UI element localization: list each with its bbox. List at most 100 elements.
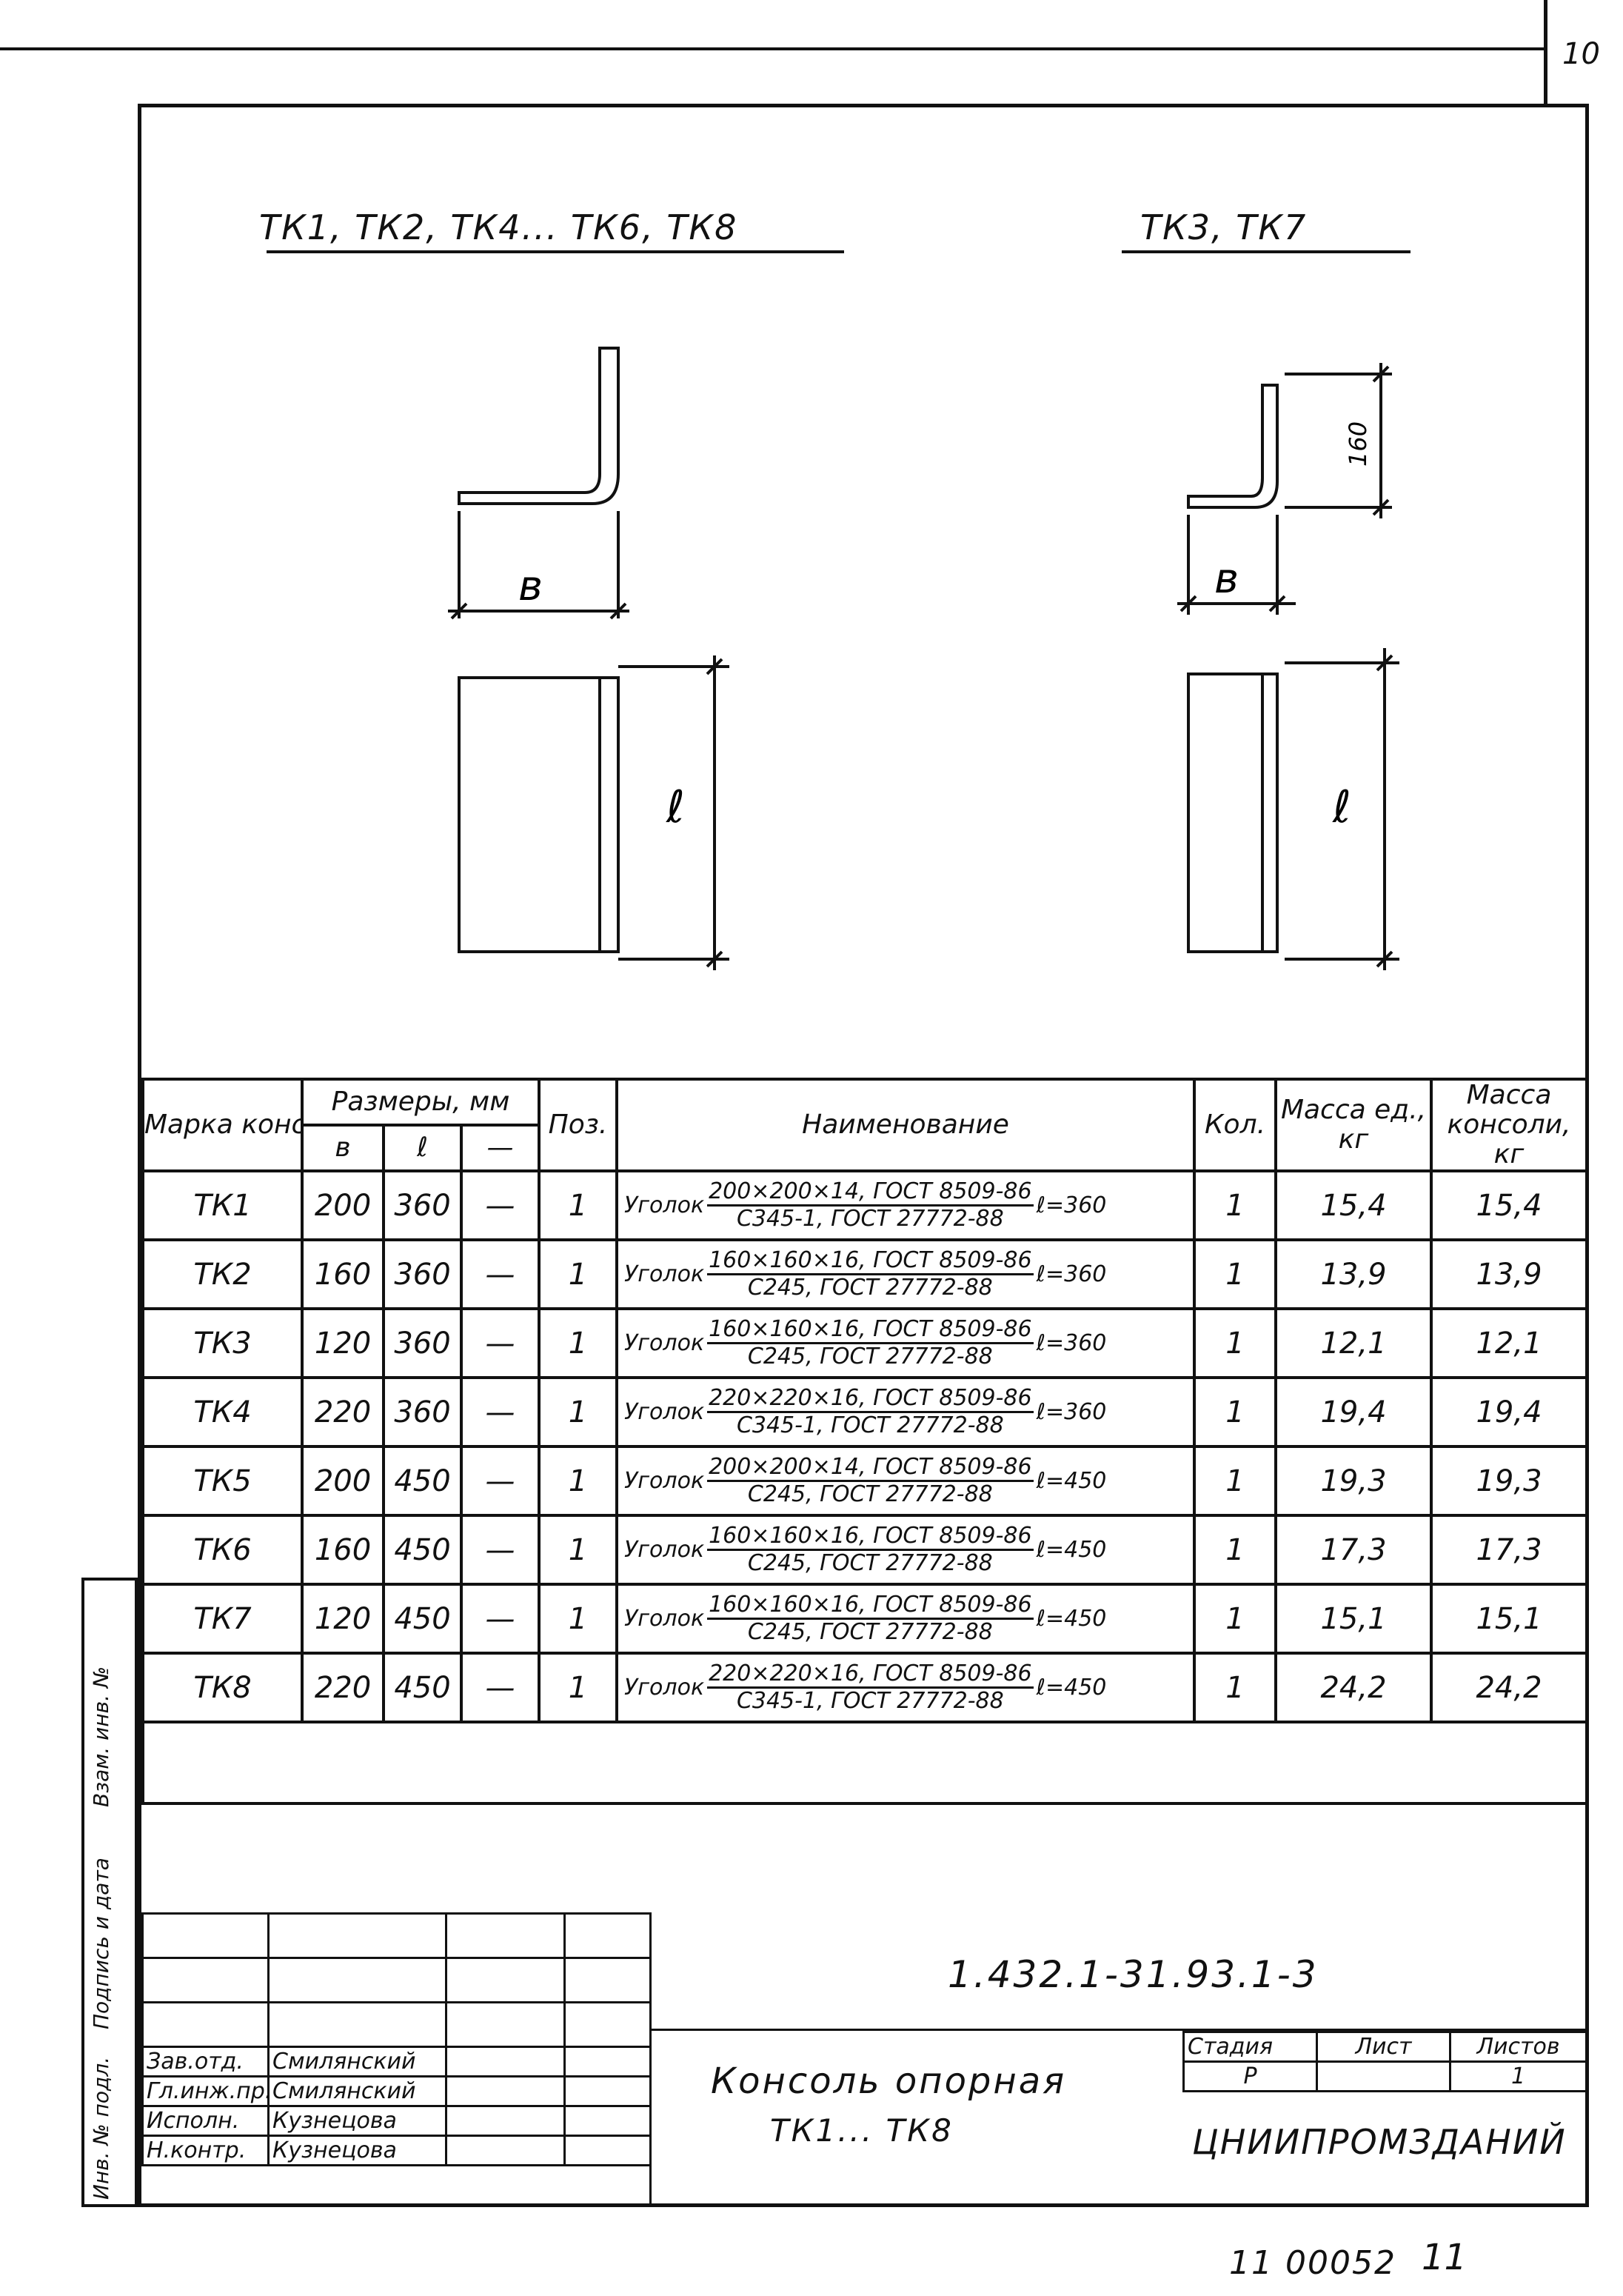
role: Исполн. xyxy=(141,2105,270,2137)
cell-b: 220 xyxy=(301,1376,385,1448)
cell-length: ℓ=360 xyxy=(1036,1192,1107,1218)
cell-profile-size: 200×200×14, ГОСТ 8509-86 xyxy=(707,1455,1034,1482)
cell-profile: Уголок xyxy=(624,1537,705,1563)
console-drawings: в в ℓ ℓ 160 xyxy=(448,347,1399,970)
cell-dash: — xyxy=(459,1583,541,1655)
left-angle-section xyxy=(448,347,629,620)
caption-right-underline xyxy=(1122,250,1410,253)
cell-qty: 1 xyxy=(1193,1445,1278,1517)
date xyxy=(563,2105,652,2137)
dim-l-left: ℓ xyxy=(666,781,685,833)
dim-160: 160 xyxy=(1344,421,1372,467)
side-inv-no: Инв. № подл. xyxy=(89,2056,113,2200)
cell-profile-size: 200×200×14, ГОСТ 8509-86 xyxy=(707,1179,1034,1207)
sheets-value: 1 xyxy=(1449,2060,1587,2092)
cell-length: ℓ=360 xyxy=(1036,1330,1107,1356)
stage-value: Р xyxy=(1182,2060,1318,2092)
cell-length: ℓ=450 xyxy=(1036,1468,1107,1494)
signature-row: Н.контр.Кузнецова xyxy=(141,2135,652,2166)
right-angle-elevation xyxy=(1187,648,1399,970)
sheet-number: 10 xyxy=(1562,37,1600,71)
doc-code: 1.432.1-31.93.1-3 xyxy=(948,1953,1319,1996)
th-pos: Поз. xyxy=(538,1078,619,1172)
cell-console-mass: 13,9 xyxy=(1430,1238,1589,1310)
cell-console-mass: 12,1 xyxy=(1430,1307,1589,1379)
cell-console-mass: 19,3 xyxy=(1430,1445,1589,1517)
cell-mark: ТК8 xyxy=(141,1652,304,1723)
cell-pos: 1 xyxy=(538,1238,619,1310)
sheet-value xyxy=(1316,2060,1451,2092)
cell-pos: 1 xyxy=(538,1652,619,1723)
cell-pos: 1 xyxy=(538,1445,619,1517)
cell-unit-mass: 15,1 xyxy=(1274,1583,1433,1655)
cell-profile-size: 220×220×16, ГОСТ 8509-86 xyxy=(707,1661,1034,1689)
cell-b: 220 xyxy=(301,1652,385,1723)
role: Гл.инж.пр. xyxy=(141,2075,270,2107)
side-signature-date: Подпись и дата xyxy=(89,1858,113,2029)
cell-unit-mass: 19,4 xyxy=(1274,1376,1433,1448)
bottom-page-number: 11 xyxy=(1422,2237,1468,2278)
cell-qty: 1 xyxy=(1193,1238,1278,1310)
cell-dash: — xyxy=(459,1238,541,1310)
cell-console-mass: 24,2 xyxy=(1430,1652,1589,1723)
cell-profile: Уголок xyxy=(624,1675,705,1701)
cell-length: ℓ=450 xyxy=(1036,1675,1107,1701)
signature xyxy=(445,2075,566,2107)
cell-l: 360 xyxy=(382,1307,463,1379)
dim-b-right: в xyxy=(1214,555,1239,603)
cell-unit-mass: 12,1 xyxy=(1274,1307,1433,1379)
cell-b: 200 xyxy=(301,1169,385,1241)
cell-steel-grade: С245, ГОСТ 27772-88 xyxy=(747,1481,993,1507)
cell-mark: ТК5 xyxy=(141,1445,304,1517)
stage-label: Стадия xyxy=(1182,2031,1318,2063)
dim-b-left: в xyxy=(518,562,543,610)
bottom-code: 11 00052 xyxy=(1229,2244,1396,2282)
cell-mark: ТК6 xyxy=(141,1514,304,1586)
cell-profile: Уголок xyxy=(624,1399,705,1425)
doc-code-cell: 1.432.1-31.93.1-3 xyxy=(649,1912,1585,2031)
cell-unit-mass: 19,3 xyxy=(1274,1445,1433,1517)
cell-b: 120 xyxy=(301,1307,385,1379)
caption-left-underline xyxy=(267,250,844,253)
empty-row xyxy=(141,1721,1589,1805)
cell-profile: Уголок xyxy=(624,1606,705,1632)
person-name: Смилянский xyxy=(267,2046,447,2078)
cell-profile: Уголок xyxy=(624,1261,705,1287)
cell-dash: — xyxy=(459,1445,541,1517)
sheet-label: Лист xyxy=(1316,2031,1451,2063)
th-qty: Кол. xyxy=(1193,1078,1278,1172)
cell-console-mass: 15,4 xyxy=(1430,1169,1589,1241)
left-angle-elevation xyxy=(458,655,729,970)
cell-console-mass: 15,1 xyxy=(1430,1583,1589,1655)
cell-profile-size: 160×160×16, ГОСТ 8509-86 xyxy=(707,1317,1034,1344)
title-line1: Консоль опорная xyxy=(711,2060,1067,2102)
date xyxy=(563,2135,652,2166)
cell-qty: 1 xyxy=(1193,1169,1278,1241)
side-replace-inv: Взам. инв. № xyxy=(89,1666,113,1807)
th-dash: — xyxy=(459,1124,541,1172)
signature-row: Гл.инж.пр.Смилянский xyxy=(141,2075,652,2107)
cell-l: 450 xyxy=(382,1514,463,1586)
signature-row: Исполн.Кузнецова xyxy=(141,2105,652,2137)
sheet-number-box-line xyxy=(1544,0,1547,104)
th-name: Наименование xyxy=(615,1078,1197,1172)
th-sizes: Размеры, мм xyxy=(300,1078,541,1127)
cell-steel-grade: С245, ГОСТ 27772-88 xyxy=(747,1344,993,1369)
cell-dash: — xyxy=(459,1307,541,1379)
cell-steel-grade: С245, ГОСТ 27772-88 xyxy=(747,1550,993,1576)
cell-dash: — xyxy=(459,1652,541,1723)
date xyxy=(563,2075,652,2107)
cell-length: ℓ=450 xyxy=(1036,1606,1107,1632)
cell-steel-grade: С245, ГОСТ 27772-88 xyxy=(747,1619,993,1645)
cell-b: 120 xyxy=(301,1583,385,1655)
cell-steel-grade: С345-1, ГОСТ 27772-88 xyxy=(736,1688,1004,1714)
th-mark: Марка консоли xyxy=(141,1078,304,1172)
